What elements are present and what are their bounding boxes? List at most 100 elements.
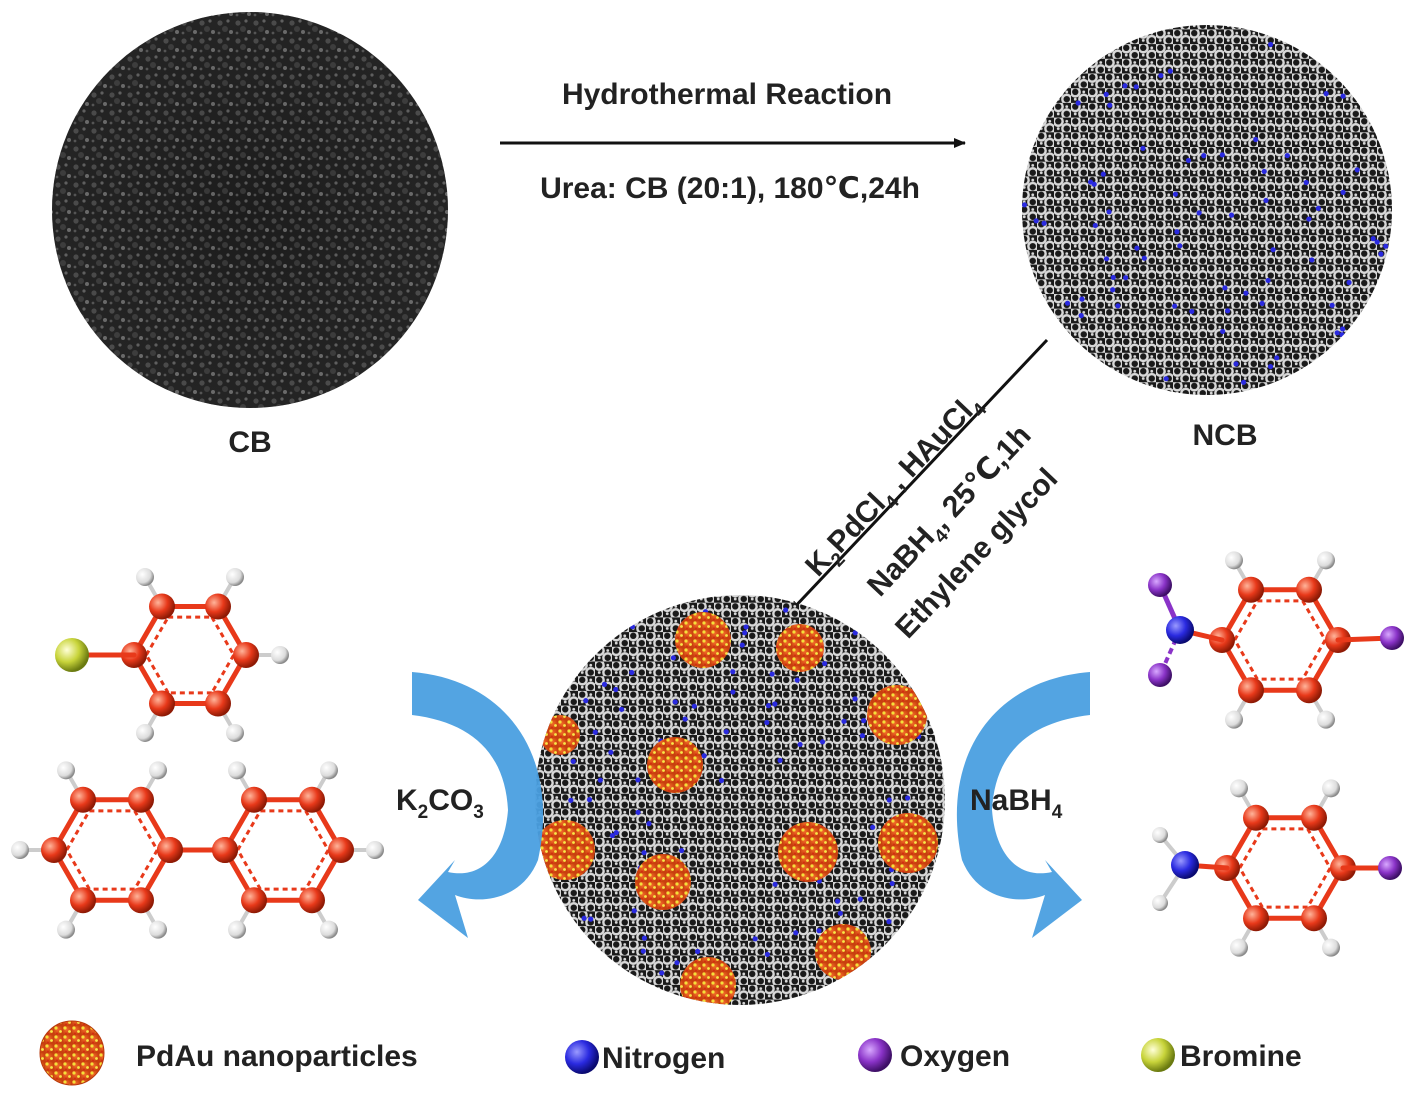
aromatic-bond	[65, 849, 91, 890]
ncb-nitrogen-sites	[1022, 41, 1389, 385]
nitrogen-dot	[1340, 189, 1346, 195]
nitrogen-dot	[1110, 287, 1116, 293]
atom	[149, 761, 167, 780]
nitrogen-dot	[837, 910, 843, 916]
legend-oxygen-label: Oxygen	[900, 1040, 1010, 1073]
nitrogen-dot	[1141, 255, 1147, 261]
nitrogen-atom	[1171, 851, 1199, 879]
nitrogen-dot	[1167, 68, 1173, 74]
nitrogen-dot	[646, 821, 652, 827]
oxygen-atom	[1380, 626, 1404, 650]
nitrogen-dot	[694, 948, 701, 955]
atom	[149, 593, 175, 620]
nitrogen-dot	[794, 677, 800, 683]
atom	[1243, 905, 1269, 932]
atom	[128, 887, 154, 914]
nitrogen-dot	[743, 624, 749, 630]
atom	[149, 920, 167, 939]
nitrogen-dot	[586, 797, 593, 803]
nitrogen-dot	[777, 757, 783, 764]
atom	[226, 723, 244, 742]
deposition-arrow	[788, 338, 1049, 614]
atom	[57, 761, 75, 780]
atom	[11, 841, 29, 859]
nitrogen-dot	[1172, 303, 1178, 309]
atom	[157, 837, 183, 863]
nitrogen-dot	[772, 701, 778, 707]
k2co3-label: K2CO3	[396, 784, 484, 823]
pdau-nanoparticle	[776, 624, 824, 672]
nitrogen-dot	[852, 696, 858, 702]
nitrogen-dot	[1303, 179, 1309, 186]
nitrogen-dot	[640, 948, 646, 954]
nitrogen-dot	[819, 739, 826, 745]
atom	[205, 593, 231, 620]
nitrogen-dot	[679, 847, 685, 854]
nitrogen-dot	[1110, 274, 1116, 281]
nitrogen-dot	[1174, 229, 1180, 235]
aromatic-bond	[133, 810, 159, 851]
atom	[1238, 677, 1264, 704]
nitrogen-dot	[1274, 355, 1280, 361]
atom	[1152, 827, 1168, 843]
atom	[233, 642, 259, 668]
atom	[128, 786, 154, 813]
nitrogen-dot	[608, 749, 614, 755]
nitrogen-dot	[1261, 168, 1267, 175]
nitrogen-dot	[1224, 308, 1231, 314]
urea-conditions-label: Urea: CB (20:1), 180℃,24h	[540, 172, 920, 205]
nitrogen-dot	[1374, 239, 1380, 245]
aromatic-bond	[236, 810, 262, 851]
nitrogen-dot	[1315, 205, 1321, 211]
atom	[136, 568, 154, 587]
atom	[1243, 804, 1269, 831]
nitrogen-dot	[1103, 91, 1109, 97]
nitrogen-dot	[730, 669, 736, 675]
nitrogen-dot	[797, 741, 803, 748]
nabh4-label: NaBH4	[970, 784, 1063, 823]
aromatic-bond	[1301, 600, 1327, 641]
oxygen-atom	[1148, 573, 1172, 597]
aromatic-bond	[1306, 867, 1332, 908]
nitrogen-dot	[629, 669, 635, 676]
pdau-nanoparticle	[647, 737, 703, 793]
nitrogen-dot	[1115, 303, 1121, 309]
atom	[1301, 804, 1327, 831]
atom	[70, 786, 96, 813]
nitrogen-dot	[904, 795, 911, 801]
nitrogen-dot	[609, 832, 615, 839]
nitrogen-dot	[1078, 313, 1084, 319]
legend-nitrogen-label: Nitrogen	[602, 1042, 725, 1075]
bromobenzene-molecule	[55, 568, 289, 742]
nitrogen-dot	[581, 915, 587, 921]
atom	[228, 761, 246, 780]
nitrogen-dot	[793, 930, 799, 936]
nitrogen-dot	[672, 699, 678, 705]
nitrogen-dot	[1346, 279, 1352, 286]
nitrogen-dot	[619, 706, 625, 712]
atom	[70, 887, 96, 914]
nitrogen-dot	[570, 758, 576, 764]
legend-bromine-label: Bromine	[1180, 1040, 1302, 1073]
cb-label: CB	[228, 426, 271, 459]
nitrogen-dot	[635, 777, 641, 783]
nitrogen-dot	[1075, 100, 1081, 106]
oxygen-atom	[1148, 663, 1172, 687]
legend-oxygen-swatch	[858, 1038, 892, 1072]
nitrogen-dot	[1340, 93, 1346, 99]
atom	[241, 786, 267, 813]
ncb-particle	[1022, 25, 1392, 395]
nitrogen-dot	[1263, 197, 1269, 204]
aromatic-bond	[304, 810, 330, 851]
nitrogen-dot	[601, 681, 608, 687]
nitrogen-dot	[674, 960, 680, 966]
nitrogen-dot	[772, 881, 778, 887]
nitrogen-dot	[1134, 245, 1140, 251]
pdau-nanoparticle	[815, 924, 871, 980]
hydrothermal-label: Hydrothermal Reaction	[562, 78, 892, 111]
bromine-atom	[55, 638, 89, 672]
atom	[1296, 677, 1322, 704]
nitrogen-dot	[1100, 171, 1106, 177]
nitrogen-dot	[583, 698, 589, 704]
